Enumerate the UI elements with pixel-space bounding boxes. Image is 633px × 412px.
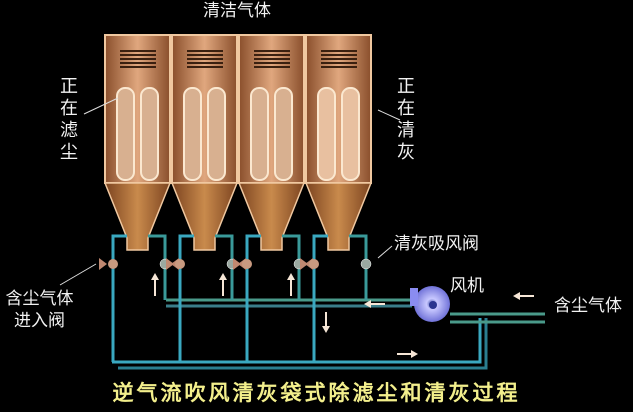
- filter-bag: [274, 87, 293, 181]
- suction-branch-pipe: [349, 234, 368, 300]
- cleaning-label: 正在清灰: [397, 76, 415, 163]
- inlet-valve-icon: [233, 258, 252, 270]
- inlet-branch-pipe: [111, 234, 127, 362]
- filter-bag: [250, 87, 269, 181]
- lower-pipe: [112, 318, 482, 364]
- fan-label: 风机: [450, 276, 484, 296]
- outlet-grille: [120, 50, 156, 68]
- filter-bag: [183, 87, 202, 181]
- inlet-valve-icon: [99, 258, 118, 270]
- suction-branch-pipe: [215, 234, 234, 300]
- suction-branch-pipe: [148, 234, 167, 300]
- inlet-pipe: [450, 312, 545, 324]
- filter-chamber: [103, 34, 172, 251]
- inlet-branch-pipe: [245, 234, 261, 362]
- suction-valve-label: 清灰吸风阀: [394, 234, 479, 254]
- dusty-gas-label: 含尘气体: [554, 296, 622, 316]
- inlet-valve-icon: [166, 258, 185, 270]
- flow-arrows: [151, 273, 534, 358]
- outlet-grille: [254, 50, 290, 68]
- filter-chamber: [237, 34, 306, 251]
- filter-bag: [341, 87, 360, 181]
- outlet-grille: [321, 50, 357, 68]
- filter-bag: [317, 87, 336, 181]
- clean-gas-label: 清洁气体: [203, 1, 271, 21]
- diagram-title: 逆气流吹风清灰袋式除滤尘和清灰过程: [112, 380, 521, 405]
- filtering-label: 正在滤尘: [60, 76, 78, 163]
- filter-bag: [140, 87, 159, 181]
- suction-valve-icon: [360, 258, 372, 270]
- leader-lines: [59, 97, 401, 286]
- filter-chamber: [304, 34, 373, 251]
- inlet-valve-icon: [300, 258, 319, 270]
- filter-chamber: [170, 34, 239, 251]
- fan-icon: [410, 286, 450, 322]
- filter-bag: [207, 87, 226, 181]
- outlet-grille: [187, 50, 223, 68]
- suction-branch-pipe: [282, 234, 301, 300]
- filter-bag: [116, 87, 135, 181]
- inlet-branch-pipe: [178, 234, 194, 362]
- inlet-valve-label: 含尘气体进入阀: [5, 289, 74, 331]
- inlet-branch-pipe: [312, 234, 328, 362]
